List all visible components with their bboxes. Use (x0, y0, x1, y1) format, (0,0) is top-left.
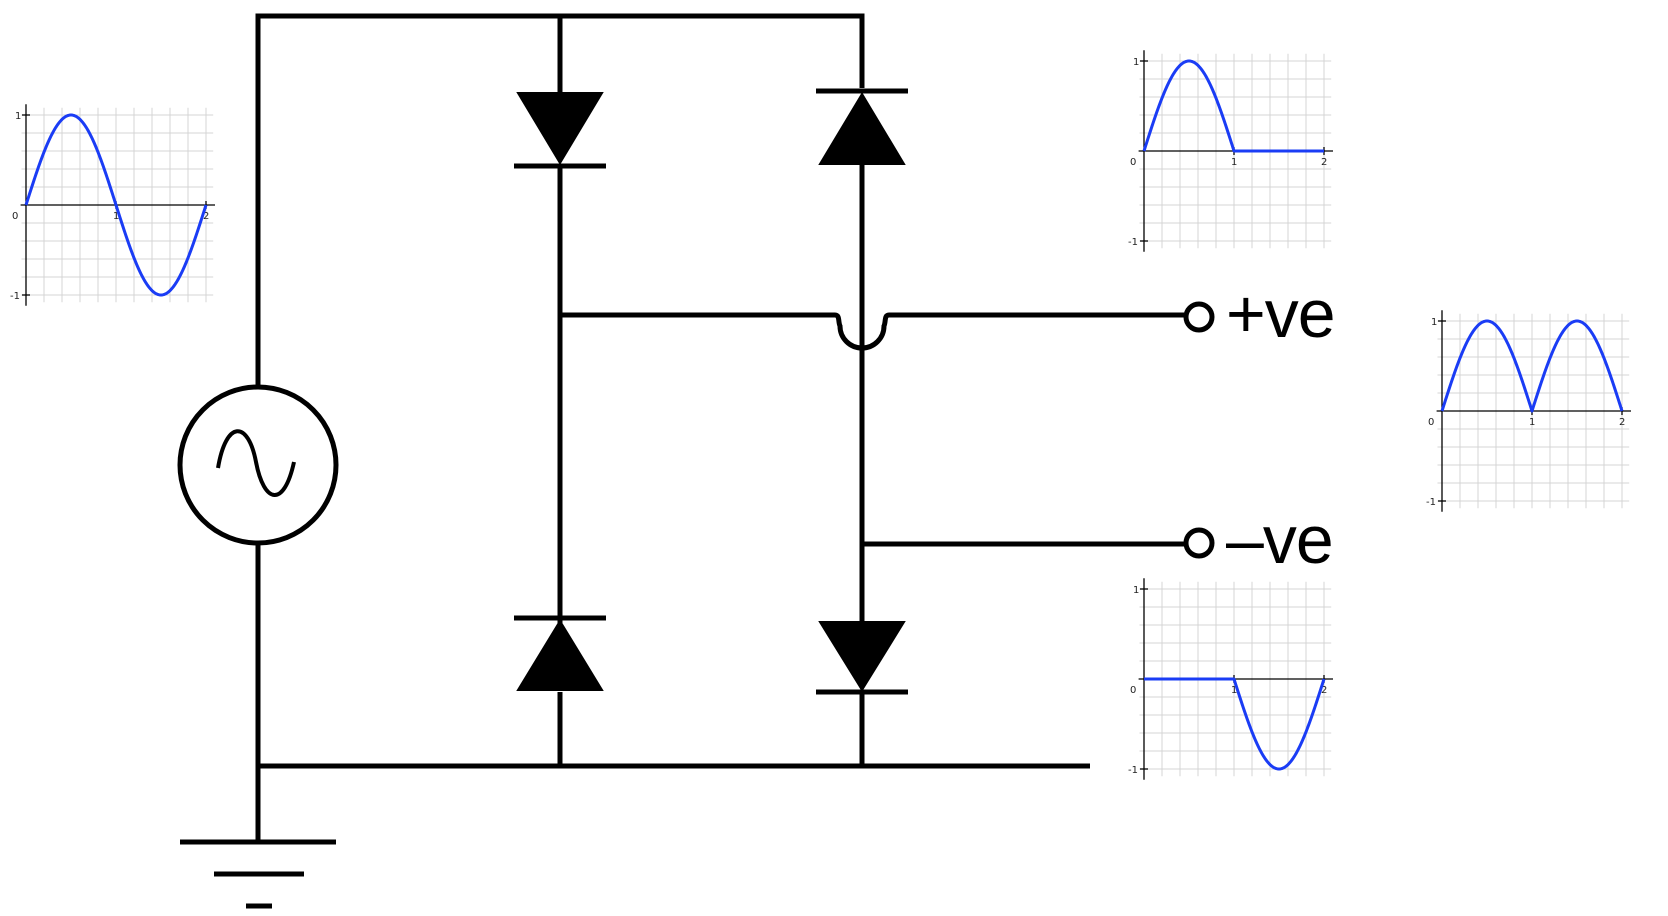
x-tick-label: 0 (1428, 417, 1434, 428)
ac-sine-glyph (216, 429, 296, 497)
waveform-chart: 0 1 2 1 -1 (1128, 50, 1333, 252)
ac-source-circle (177, 384, 339, 546)
x-tick-label: 1 (1231, 157, 1237, 168)
y-tick-label: -1 (1426, 497, 1436, 508)
input-waveform-plot: 0 1 2 1 -1 (4, 104, 226, 306)
x-tick-label: 2 (1321, 685, 1327, 696)
y-tick-label: 1 (1133, 57, 1139, 68)
diode-d1-triangle (516, 92, 604, 165)
y-tick-label: 1 (1431, 317, 1437, 328)
positive-half-waveform-plot: 0 1 2 1 -1 (1122, 50, 1344, 252)
ac-source (177, 384, 339, 546)
x-tick-label: 0 (1130, 157, 1136, 168)
y-tick-label: 1 (15, 111, 21, 122)
positive-terminal (1183, 301, 1215, 333)
y-tick-label: 1 (1133, 585, 1139, 596)
diode-d2-triangle (818, 92, 906, 165)
y-tick-label: -1 (1128, 237, 1138, 248)
x-tick-label: 1 (1231, 685, 1237, 696)
waveform-series-line (1440, 319, 1624, 413)
negative-half-waveform-plot: 0 1 2 1 -1 (1122, 578, 1344, 780)
x-tick-label: 2 (1619, 417, 1625, 428)
waveform-series-line (1143, 677, 1326, 771)
x-tick-label: 2 (203, 211, 209, 222)
x-tick-label: 1 (113, 211, 119, 222)
full-wave-output-plot: 0 1 2 1 -1 (1420, 310, 1642, 512)
diode-d3-triangle (516, 619, 604, 691)
x-tick-label: 0 (12, 211, 18, 222)
waveform-series-line (1142, 59, 1325, 153)
negative-terminal-label: –ve (1226, 502, 1334, 578)
waveform-series-line (24, 113, 208, 297)
x-tick-label: 0 (1130, 685, 1136, 696)
y-tick-label: -1 (1128, 765, 1138, 776)
negative-terminal (1183, 527, 1215, 559)
x-tick-label: 2 (1321, 157, 1327, 168)
positive-output-wire (560, 312, 1185, 351)
waveform-chart: 0 1 2 1 -1 (1426, 310, 1631, 512)
y-tick-label: -1 (10, 291, 20, 302)
positive-terminal-label: +ve (1226, 276, 1336, 352)
x-tick-label: 1 (1529, 417, 1535, 428)
waveform-chart: 0 1 2 1 -1 (10, 104, 215, 306)
waveform-chart: 0 1 2 1 -1 (1128, 578, 1333, 780)
diode-d4-triangle (818, 621, 906, 692)
